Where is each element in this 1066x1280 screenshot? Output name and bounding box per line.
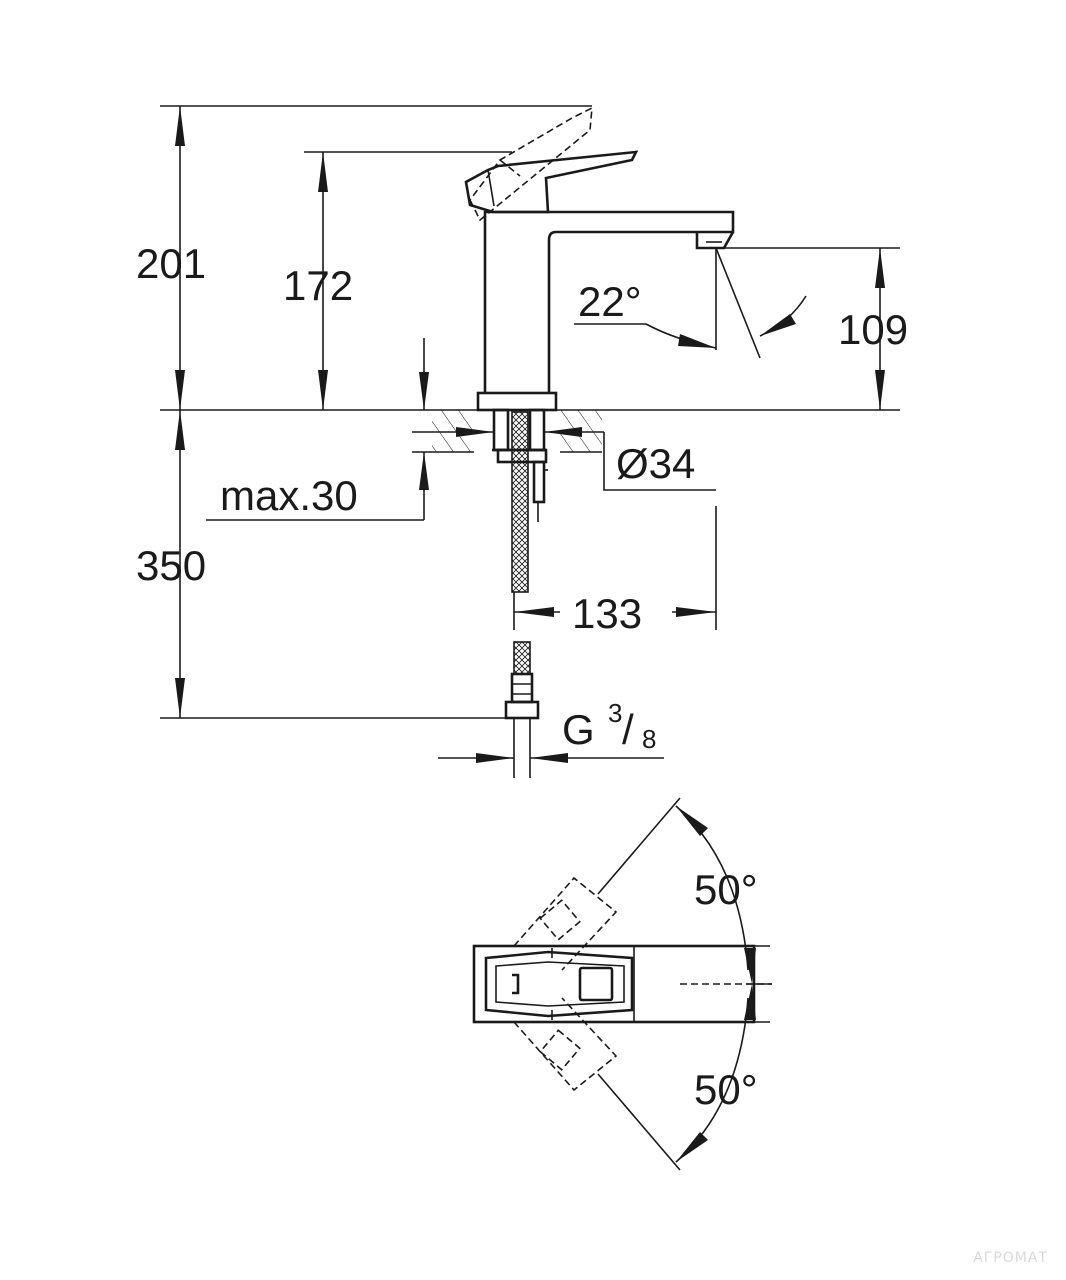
dim-350-label: 350 bbox=[136, 542, 206, 589]
dimension-201: 201 bbox=[136, 105, 592, 410]
dimension-350: 350 bbox=[136, 410, 506, 719]
dimension-133: 133 bbox=[513, 506, 717, 637]
dimension-g38: G 3 / 8 bbox=[438, 698, 664, 763]
dimension-109: 109 bbox=[716, 247, 908, 410]
dim-g-denominator: 8 bbox=[642, 724, 656, 754]
dimension-22deg: 22° bbox=[574, 247, 807, 359]
dim-50-top-label: 50° bbox=[694, 866, 758, 913]
dimension-max30: max.30 bbox=[206, 338, 429, 521]
dim-201-label: 201 bbox=[136, 240, 206, 287]
dimension-50-top: 50° bbox=[675, 805, 758, 984]
dimension-172: 172 bbox=[283, 151, 512, 410]
rot-leader-bottom bbox=[597, 1073, 681, 1171]
watermark-logo: АГРОМАТ bbox=[973, 1250, 1048, 1266]
dim-133-label: 133 bbox=[572, 590, 642, 637]
lever-rotated-up bbox=[513, 876, 618, 971]
faucet-body bbox=[464, 106, 735, 412]
dimension-diameter34: Ø34 bbox=[412, 427, 716, 491]
dim-50-bottom-label: 50° bbox=[694, 1066, 758, 1113]
dim-g-numerator: 3 bbox=[608, 698, 622, 728]
dim-max30-label: max.30 bbox=[220, 472, 358, 519]
dim-172-label: 172 bbox=[283, 262, 353, 309]
svg-text:/: / bbox=[622, 706, 634, 753]
dimension-50-bottom: 50° bbox=[675, 984, 758, 1163]
dim-22-label: 22° bbox=[578, 278, 642, 325]
side-view: 201 172 109 22° bbox=[136, 105, 908, 778]
lever-rotated-down bbox=[513, 997, 618, 1092]
top-lever bbox=[484, 948, 634, 1020]
fixing-assembly bbox=[492, 408, 548, 593]
dim-d34-label: Ø34 bbox=[616, 440, 695, 487]
rot-leader-top bbox=[597, 797, 681, 895]
top-view: 50° 50° bbox=[472, 797, 772, 1171]
hose-connector bbox=[504, 641, 540, 778]
dim-109-label: 109 bbox=[838, 306, 908, 353]
dim-g-label: G bbox=[562, 706, 595, 753]
